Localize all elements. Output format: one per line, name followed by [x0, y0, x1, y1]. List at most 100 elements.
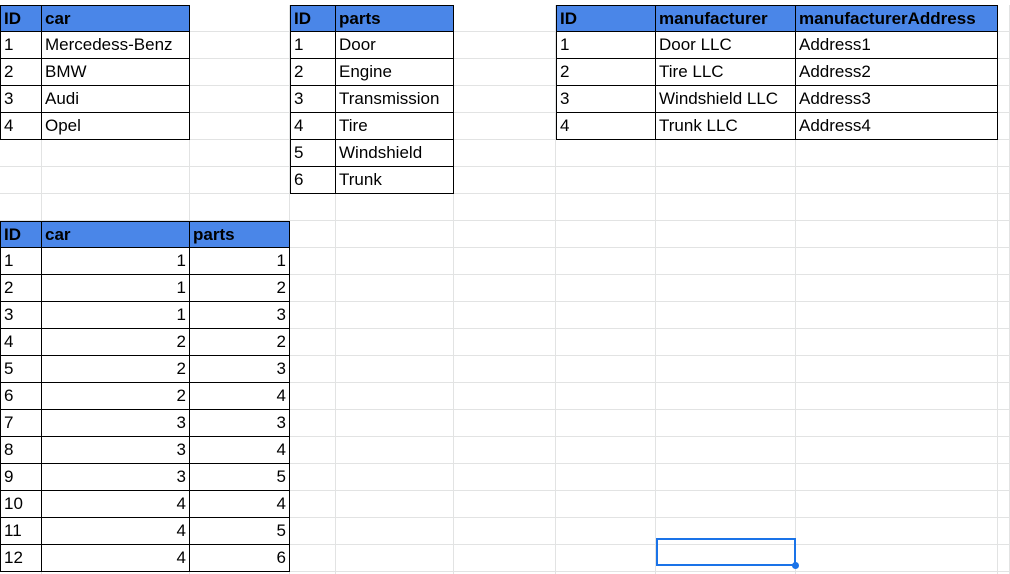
empty-cell[interactable]	[796, 302, 998, 329]
parts-header-0[interactable]: ID	[290, 5, 336, 32]
car_parts-header-2[interactable]: parts	[190, 221, 290, 248]
empty-cell[interactable]	[796, 383, 998, 410]
car_parts-cell[interactable]: 2	[190, 329, 290, 356]
car_parts-cell[interactable]: 3	[190, 410, 290, 437]
manufacturers-cell[interactable]: Windshield LLC	[656, 86, 796, 113]
cars-cell[interactable]: 1	[0, 32, 42, 59]
empty-cell[interactable]	[454, 5, 556, 32]
empty-cell[interactable]	[656, 383, 796, 410]
empty-cell[interactable]	[656, 545, 796, 572]
empty-cell[interactable]	[336, 221, 454, 248]
parts-cell[interactable]: 1	[290, 32, 336, 59]
empty-cell[interactable]	[796, 140, 998, 167]
empty-cell[interactable]	[556, 329, 656, 356]
empty-cell[interactable]	[998, 194, 1010, 221]
empty-cell[interactable]	[556, 383, 656, 410]
car_parts-cell[interactable]: 6	[190, 545, 290, 572]
manufacturers-header-2[interactable]: manufacturerAddress	[796, 5, 998, 32]
empty-cell[interactable]	[336, 329, 454, 356]
parts-cell[interactable]: Tire	[336, 113, 454, 140]
manufacturers-cell[interactable]: Address2	[796, 59, 998, 86]
empty-cell[interactable]	[336, 248, 454, 275]
car_parts-cell[interactable]: 4	[190, 437, 290, 464]
empty-cell[interactable]	[998, 302, 1010, 329]
empty-cell[interactable]	[190, 59, 290, 86]
empty-cell[interactable]	[556, 572, 656, 574]
car_parts-cell[interactable]: 3	[190, 302, 290, 329]
car_parts-cell[interactable]: 2	[0, 275, 42, 302]
empty-cell[interactable]	[556, 410, 656, 437]
car_parts-cell[interactable]: 4	[42, 518, 190, 545]
cars-cell[interactable]: Audi	[42, 86, 190, 113]
car_parts-cell[interactable]: 2	[190, 275, 290, 302]
car_parts-cell[interactable]: 7	[0, 410, 42, 437]
manufacturers-cell[interactable]: 4	[556, 113, 656, 140]
empty-cell[interactable]	[998, 248, 1010, 275]
empty-cell[interactable]	[556, 302, 656, 329]
empty-cell[interactable]	[998, 59, 1010, 86]
empty-cell[interactable]	[556, 275, 656, 302]
empty-cell[interactable]	[336, 275, 454, 302]
empty-cell[interactable]	[454, 194, 556, 221]
empty-cell[interactable]	[290, 302, 336, 329]
empty-cell[interactable]	[0, 572, 42, 574]
parts-cell[interactable]: 4	[290, 113, 336, 140]
manufacturers-cell[interactable]: 2	[556, 59, 656, 86]
car_parts-cell[interactable]: 8	[0, 437, 42, 464]
empty-cell[interactable]	[290, 248, 336, 275]
manufacturers-cell[interactable]: 3	[556, 86, 656, 113]
empty-cell[interactable]	[656, 437, 796, 464]
empty-cell[interactable]	[336, 410, 454, 437]
empty-cell[interactable]	[556, 545, 656, 572]
car_parts-header-1[interactable]: car	[42, 221, 190, 248]
manufacturers-header-1[interactable]: manufacturer	[656, 5, 796, 32]
empty-cell[interactable]	[336, 572, 454, 574]
empty-cell[interactable]	[656, 302, 796, 329]
empty-cell[interactable]	[656, 140, 796, 167]
empty-cell[interactable]	[454, 32, 556, 59]
empty-cell[interactable]	[998, 329, 1010, 356]
car_parts-cell[interactable]: 2	[42, 356, 190, 383]
empty-cell[interactable]	[454, 356, 556, 383]
empty-cell[interactable]	[656, 194, 796, 221]
parts-cell[interactable]: 3	[290, 86, 336, 113]
empty-cell[interactable]	[998, 410, 1010, 437]
empty-cell[interactable]	[656, 491, 796, 518]
car_parts-cell[interactable]: 4	[190, 383, 290, 410]
empty-cell[interactable]	[454, 383, 556, 410]
empty-cell[interactable]	[290, 437, 336, 464]
cars-cell[interactable]: 4	[0, 113, 42, 140]
empty-cell[interactable]	[556, 221, 656, 248]
car_parts-cell[interactable]: 1	[190, 248, 290, 275]
empty-cell[interactable]	[796, 356, 998, 383]
empty-cell[interactable]	[998, 464, 1010, 491]
empty-cell[interactable]	[998, 383, 1010, 410]
empty-cell[interactable]	[190, 5, 290, 32]
parts-cell[interactable]: Trunk	[336, 167, 454, 194]
empty-cell[interactable]	[336, 437, 454, 464]
cars-cell[interactable]: Mercedess-Benz	[42, 32, 190, 59]
empty-cell[interactable]	[336, 545, 454, 572]
empty-cell[interactable]	[556, 518, 656, 545]
empty-cell[interactable]	[290, 221, 336, 248]
empty-cell[interactable]	[998, 86, 1010, 113]
empty-cell[interactable]	[290, 194, 336, 221]
empty-cell[interactable]	[656, 221, 796, 248]
car_parts-header-0[interactable]: ID	[0, 221, 42, 248]
manufacturers-cell[interactable]: Trunk LLC	[656, 113, 796, 140]
empty-cell[interactable]	[454, 140, 556, 167]
empty-cell[interactable]	[336, 194, 454, 221]
car_parts-cell[interactable]: 1	[42, 275, 190, 302]
empty-cell[interactable]	[556, 491, 656, 518]
empty-cell[interactable]	[454, 86, 556, 113]
car_parts-cell[interactable]: 4	[42, 545, 190, 572]
empty-cell[interactable]	[454, 410, 556, 437]
empty-cell[interactable]	[656, 356, 796, 383]
empty-cell[interactable]	[796, 464, 998, 491]
cars-cell[interactable]: BMW	[42, 59, 190, 86]
empty-cell[interactable]	[454, 221, 556, 248]
empty-cell[interactable]	[190, 194, 290, 221]
car_parts-cell[interactable]: 4	[0, 329, 42, 356]
empty-cell[interactable]	[998, 356, 1010, 383]
